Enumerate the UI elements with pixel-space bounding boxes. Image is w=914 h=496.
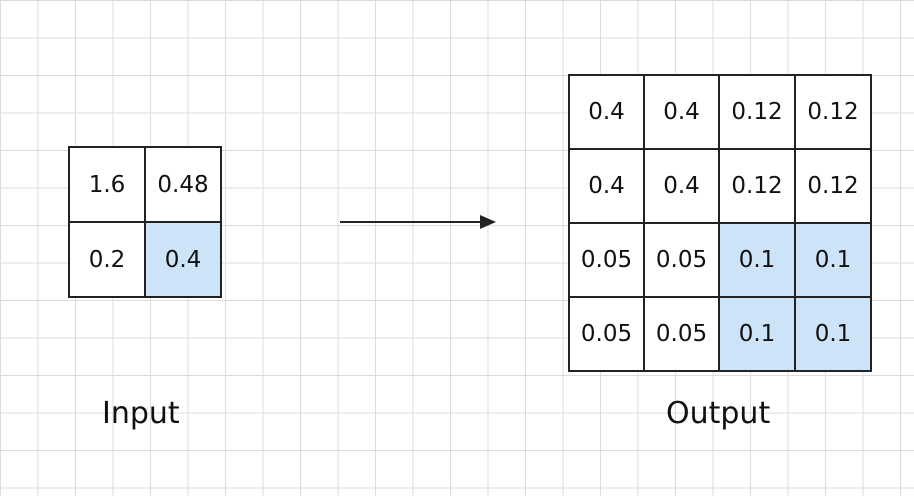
input-cell-r1-c1: 0.4 <box>146 223 222 298</box>
output-label: Output <box>666 396 771 431</box>
input-cell-r1-c0: 0.2 <box>70 223 146 298</box>
output-cell-r3-c1: 0.05 <box>645 298 720 372</box>
output-cell-r0-c1: 0.4 <box>645 76 720 150</box>
input-label: Input <box>102 396 180 431</box>
output-cell-r1-c0: 0.4 <box>570 150 645 224</box>
output-cell-r2-c0: 0.05 <box>570 224 645 298</box>
output-cell-r0-c2: 0.12 <box>720 76 796 150</box>
output-cell-r0-c3: 0.12 <box>796 76 872 150</box>
output-cell-r3-c2: 0.1 <box>720 298 796 372</box>
input-matrix: 1.6 0.48 0.2 0.4 <box>68 146 222 298</box>
output-cell-r2-c2: 0.1 <box>720 224 796 298</box>
output-matrix: 0.4 0.4 0.12 0.12 0.4 0.4 0.12 0.12 0.05… <box>568 74 872 372</box>
output-cell-r3-c0: 0.05 <box>570 298 645 372</box>
output-cell-r2-c3: 0.1 <box>796 224 872 298</box>
output-cell-r2-c1: 0.05 <box>645 224 720 298</box>
right-arrow-icon <box>340 212 500 236</box>
output-cell-r1-c3: 0.12 <box>796 150 872 224</box>
output-cell-r3-c3: 0.1 <box>796 298 872 372</box>
output-cell-r0-c0: 0.4 <box>570 76 645 150</box>
output-cell-r1-c2: 0.12 <box>720 150 796 224</box>
output-cell-r1-c1: 0.4 <box>645 150 720 224</box>
input-cell-r0-c1: 0.48 <box>146 148 222 223</box>
input-cell-r0-c0: 1.6 <box>70 148 146 223</box>
